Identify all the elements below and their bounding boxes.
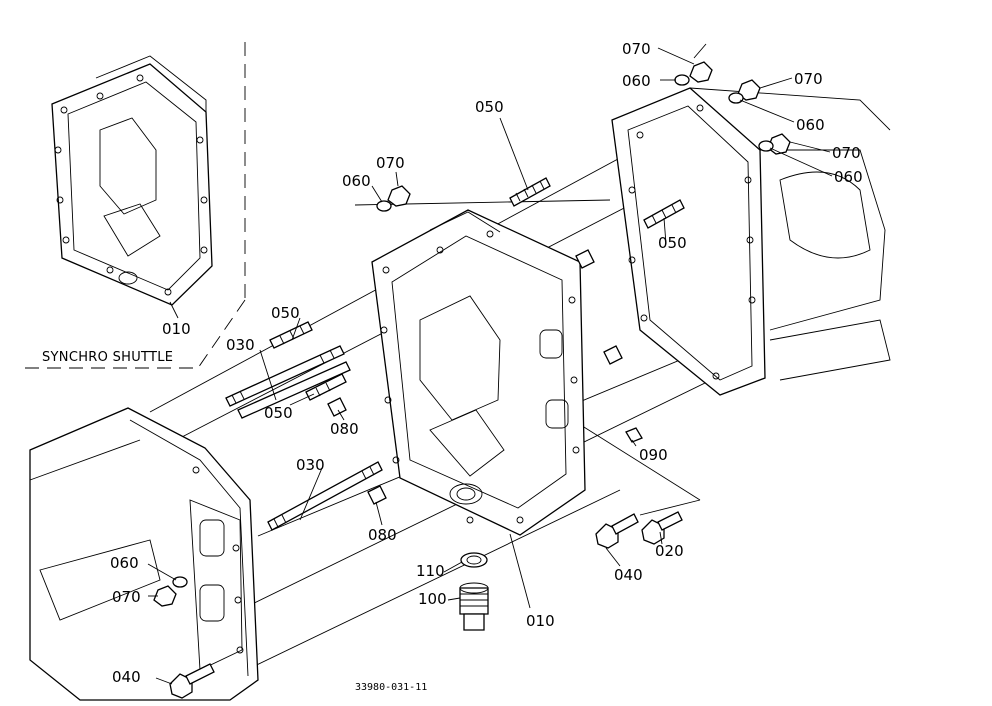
label-020: 020 bbox=[655, 542, 684, 560]
nut-070-left bbox=[153, 585, 177, 607]
dowel-pin-080-lower bbox=[367, 485, 387, 505]
studs bbox=[225, 177, 685, 531]
label-040-right: 040 bbox=[614, 566, 643, 584]
nut-070-top bbox=[689, 61, 713, 83]
inset-leader-010 bbox=[169, 301, 179, 319]
label-060-top-b: 060 bbox=[796, 116, 825, 134]
left-transmission-case bbox=[29, 407, 259, 701]
washer-060-left bbox=[172, 576, 188, 588]
stud-030-upper-2 bbox=[237, 361, 351, 419]
label-090: 090 bbox=[639, 446, 668, 464]
label-050-upper-left: 050 bbox=[271, 304, 300, 322]
label-060-left: 060 bbox=[110, 554, 139, 572]
stud-050-top bbox=[509, 177, 551, 207]
stud-050-lower-left bbox=[305, 373, 347, 401]
leader-lines bbox=[147, 43, 833, 685]
dowel-pin-right-lower bbox=[603, 345, 623, 365]
inset-divider-diagonal bbox=[197, 299, 246, 369]
fasteners bbox=[153, 61, 791, 607]
washer-060-right bbox=[758, 140, 774, 152]
label-060-right-b: 060 bbox=[834, 168, 863, 186]
inset-housing-010 bbox=[51, 55, 213, 306]
label-070-right: 070 bbox=[832, 144, 861, 162]
washer-060-top-right bbox=[728, 92, 744, 104]
bolt-020 bbox=[641, 511, 683, 545]
label-050-right: 050 bbox=[658, 234, 687, 252]
label-030-upper: 030 bbox=[226, 336, 255, 354]
label-070-left: 070 bbox=[112, 588, 141, 606]
label-050-lower-left: 050 bbox=[264, 404, 293, 422]
label-070-top-b: 070 bbox=[794, 70, 823, 88]
drain-plug-assembly bbox=[459, 552, 489, 631]
inset-caption: SYNCHRO SHUTTLE bbox=[42, 350, 173, 365]
seal-110 bbox=[460, 552, 488, 568]
washer-060-mid bbox=[376, 200, 392, 212]
label-070-mid: 070 bbox=[376, 154, 405, 172]
label-060-top-a: 060 bbox=[622, 72, 651, 90]
washer-060-top bbox=[674, 74, 690, 86]
label-080-upper: 080 bbox=[330, 420, 359, 438]
bolts bbox=[169, 427, 683, 699]
label-030-lower: 030 bbox=[296, 456, 325, 474]
inset-synchro-shuttle: 010 SYNCHRO SHUTTLE bbox=[25, 42, 246, 369]
bolt-040-right bbox=[595, 513, 639, 549]
stud-050-right bbox=[643, 199, 685, 229]
label-080-lower: 080 bbox=[368, 526, 397, 544]
label-070-top-a: 070 bbox=[622, 40, 651, 58]
stud-030-upper bbox=[225, 345, 345, 407]
part-labels: 050 050 050 030 050 080 030 080 090 020 … bbox=[110, 40, 863, 686]
nut-070-mid bbox=[387, 185, 411, 207]
drawing-number: 33980-031-11 bbox=[355, 682, 427, 693]
dowel-pin-080-upper bbox=[327, 397, 347, 417]
stud-050-upper-left bbox=[269, 321, 313, 349]
label-010-inset: 010 bbox=[162, 320, 191, 338]
label-110: 110 bbox=[416, 562, 445, 580]
label-040-left: 040 bbox=[112, 668, 141, 686]
plug-090 bbox=[625, 427, 643, 443]
label-100: 100 bbox=[418, 590, 447, 608]
bolt-040-left bbox=[169, 663, 215, 699]
label-010-main: 010 bbox=[526, 612, 555, 630]
center-housing-010 bbox=[371, 209, 586, 536]
right-rear-housing bbox=[611, 87, 891, 396]
dowel-pins bbox=[327, 249, 623, 505]
label-060-mid: 060 bbox=[342, 172, 371, 190]
drain-plug-100 bbox=[459, 582, 489, 631]
label-050-top: 050 bbox=[475, 98, 504, 116]
dowel-pin-right-upper bbox=[575, 249, 595, 269]
stud-030-lower bbox=[267, 461, 383, 531]
